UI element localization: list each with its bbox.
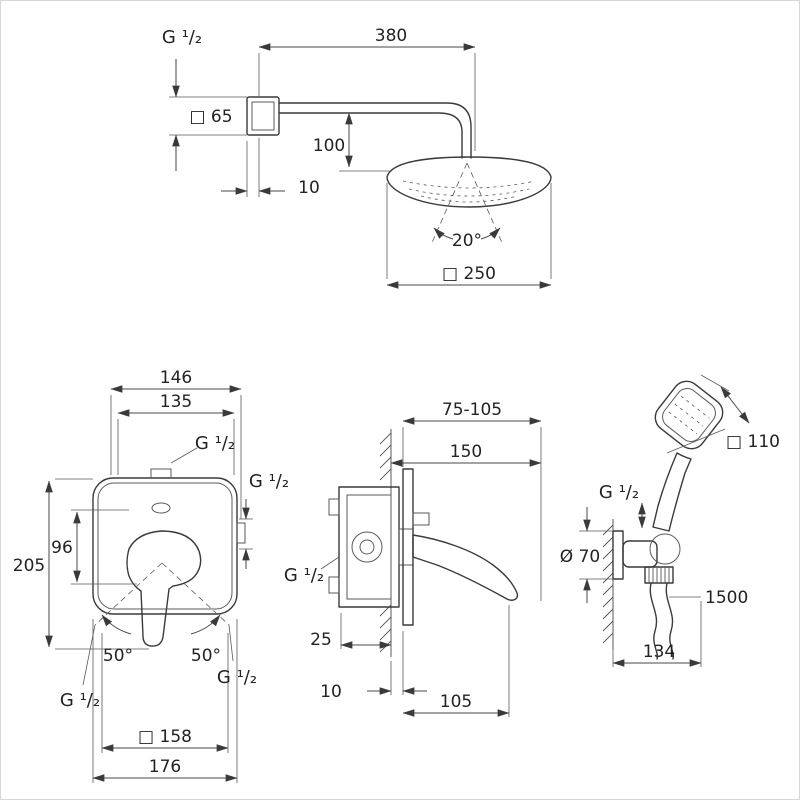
valve-body-inner [346, 494, 392, 600]
trim-plate [92, 477, 238, 615]
adjustment-screw [412, 512, 430, 526]
wall-thickness-ext [390, 631, 404, 695]
shower-arm-inner [278, 112, 463, 159]
head-110-dim [720, 386, 750, 424]
handshower-head-inner [662, 388, 716, 442]
valve-body [338, 486, 400, 608]
drop-label: 100 [313, 136, 345, 156]
holder-thread-label: G ¹/₂ [599, 482, 639, 503]
angle-right-label: 50° [191, 646, 221, 666]
cartridge-extension [398, 528, 414, 566]
height-96-label: 96 [51, 538, 73, 558]
flange-size-label: □ 65 [189, 107, 232, 127]
bottom-ext-lines [92, 619, 238, 783]
handle-swing-lines [94, 562, 230, 626]
depth-25-label: 25 [310, 630, 332, 650]
height-ext-lines [55, 478, 149, 650]
handshower-spray-rows [668, 395, 710, 435]
hose-nut [644, 566, 674, 584]
valve-inlet-top [328, 498, 340, 516]
trim-plate-view: 146 135 G ¹/₂ G ¹/₂ 205 96 50° 50° G ¹/₂… [13, 368, 289, 783]
thread-bottom-right-label: G ¹/₂ [217, 667, 257, 688]
trim-thread-right-label: G ¹/₂ [249, 471, 289, 492]
hose-right-edge [665, 582, 675, 660]
hose-left-edge [649, 582, 659, 660]
valve-section-view: 75-105 150 G ¹/₂ 25 10 105 [284, 400, 542, 717]
right-connection-stub [236, 522, 246, 544]
spray-face-rows [402, 180, 536, 203]
width-176-label: 176 [149, 757, 181, 777]
hose-nut-knurl [648, 567, 670, 583]
flange-ext-lines [169, 96, 247, 136]
wall-flange-inner [251, 101, 275, 131]
holder-134-label: 134 [643, 642, 675, 662]
depth-range-label: 75-105 [442, 400, 502, 420]
handshower-view: □ 110 G ¹/₂ Ø 70 1500 134 [560, 374, 780, 667]
shower-arm-outer [278, 102, 472, 159]
shower-head [386, 156, 552, 208]
top-connection-stub [150, 468, 172, 478]
valve-thread-leader [320, 556, 340, 570]
width-ext-lines [110, 395, 242, 519]
plate-158-label: □ 158 [138, 727, 192, 747]
head-width-label: □ 250 [442, 264, 496, 284]
thread-bottom-left-label: G ¹/₂ [60, 690, 100, 711]
center-ext-lines [71, 509, 137, 585]
holder-arm [622, 540, 658, 568]
swing-arc-left [101, 614, 132, 635]
handshower-head-group [654, 380, 724, 450]
overhead-thread-label: G ¹/₂ [162, 27, 202, 48]
swing-arc-right [190, 614, 221, 635]
depth-150-label: 150 [450, 442, 482, 462]
trim-plate-inner [97, 482, 233, 610]
arm-length-label: 380 [375, 26, 407, 46]
handshower-handle [652, 452, 692, 532]
offset-label: 10 [298, 178, 320, 198]
head-110-label: □ 110 [726, 432, 780, 452]
escutcheon-side [402, 468, 414, 626]
wall-flange [246, 96, 280, 136]
head-width-ext-lines [386, 183, 552, 279]
height-205-label: 205 [13, 556, 45, 576]
valve-inlet-bottom [328, 576, 340, 594]
hose-1500-label: 1500 [705, 588, 748, 608]
valve-thread-label: G ¹/₂ [284, 565, 324, 586]
valve-cartridge-circle [351, 531, 383, 563]
handle-105-label: 105 [440, 692, 472, 712]
width-146-label: 146 [160, 368, 192, 388]
overhead-shower-view: G ¹/₂ 380 □ 65 100 10 20° □ 250 [162, 26, 552, 289]
wall-hatching [379, 432, 392, 653]
top-thread-leader [170, 447, 198, 464]
spray-angle-arc-right [480, 227, 501, 240]
handshower-head [654, 380, 724, 450]
dia-70-label: Ø 70 [560, 547, 600, 567]
valve-cartridge-center [359, 539, 375, 555]
logo-oval [151, 502, 171, 514]
handle-side-view [412, 534, 519, 601]
lever-handle [126, 530, 202, 647]
wall-10-label: 10 [320, 682, 342, 702]
holder-escutcheon [612, 530, 624, 580]
holder-wall-hatching [602, 524, 614, 644]
angle-left-label: 50° [103, 646, 133, 666]
spray-angle-label: 20° [452, 231, 482, 251]
holder-cup [649, 533, 681, 565]
width-135-label: 135 [160, 392, 192, 412]
trim-thread-top-label: G ¹/₂ [195, 433, 235, 454]
spray-angle-arc-left [433, 227, 454, 240]
